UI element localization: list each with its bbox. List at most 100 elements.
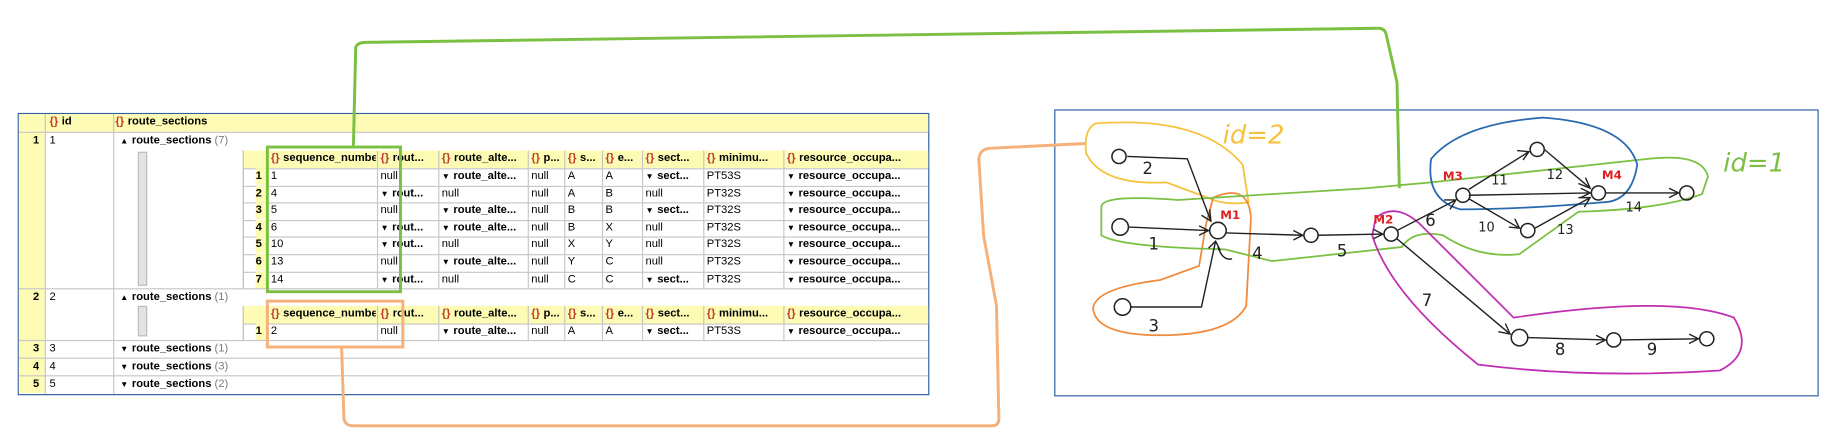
nested-cell[interactable]: B [567,220,576,234]
nested-cell[interactable]: 4 [270,186,278,200]
nested-column-header[interactable]: {}sequence_number [270,307,376,320]
nested-cell[interactable]: ▼resource_occupa... [786,220,901,234]
nested-cell[interactable]: Y [567,255,576,269]
nested-cell[interactable]: null [531,238,549,252]
nested-cell[interactable]: ▼route_alte... [441,220,517,234]
nested-cell[interactable]: null [441,238,460,252]
nested-row-number[interactable]: 1 [255,323,268,340]
row-number[interactable]: 5 [32,376,40,393]
nested-cell[interactable]: PT32S [706,272,741,286]
nested-cell[interactable]: C [567,272,576,286]
collapse-icon[interactable]: ▲ [120,137,129,146]
nested-row-number[interactable]: 3 [255,202,268,220]
row-number[interactable]: 2 [32,289,40,306]
nested-column-header[interactable]: {}minimu... [706,307,769,320]
nested-cell[interactable]: X [605,220,613,234]
route-sections-cell[interactable]: ▲route_sections (7) [120,134,229,148]
nested-cell[interactable]: null [531,169,549,183]
nested-column-header[interactable]: {}route_alte... [441,307,517,320]
nested-cell[interactable]: null [645,186,663,200]
expand-icon[interactable]: ▼ [441,172,450,182]
nested-cell[interactable]: null [531,186,549,200]
nested-cell[interactable]: ▼sect... [645,272,689,286]
nested-column-header[interactable]: {}p... [531,151,560,165]
expand-icon[interactable]: ▼ [120,363,129,372]
expand-icon[interactable]: ▼ [441,258,450,268]
nested-cell[interactable]: ▼resource_occupa... [786,186,901,200]
nested-cell[interactable]: null [531,203,549,217]
nested-cell[interactable]: ▼sect... [645,169,689,183]
expand-icon[interactable]: ▼ [120,381,129,390]
nested-cell[interactable]: C [605,272,614,286]
nested-cell[interactable]: A [605,324,613,338]
expand-icon[interactable]: ▼ [380,275,389,285]
nested-cell[interactable]: 10 [270,238,284,252]
nested-cell[interactable]: null [380,203,398,217]
nested-cell[interactable]: ▼resource_occupa... [786,169,901,183]
expand-icon[interactable]: ▼ [645,275,654,285]
nested-cell[interactable]: B [605,186,613,200]
nested-cell[interactable]: PT53S [706,169,741,183]
route-sections-cell[interactable]: ▼route_sections (3) [120,359,229,373]
nested-column-header[interactable]: {}e... [605,151,634,165]
nested-cell[interactable]: null [531,220,549,234]
nested-cell[interactable]: PT32S [706,238,741,252]
nested-cell[interactable]: ▼route_alte... [441,255,517,269]
nested-column-header[interactable]: {}s... [567,307,596,320]
row-number[interactable]: 3 [32,341,40,358]
expand-icon[interactable]: ▼ [786,258,796,268]
nested-cell[interactable]: B [605,203,613,217]
nested-cell[interactable]: 14 [270,272,284,286]
nested-cell[interactable]: PT53S [706,324,741,338]
route-sections-cell[interactable]: ▲route_sections (1) [120,290,229,304]
nested-column-header[interactable]: {}sect... [645,151,690,165]
nested-column-header[interactable]: {}resource_occupa... [786,151,902,165]
nested-cell[interactable]: null [380,169,398,183]
route-sections-cell[interactable]: ▼route_sections (1) [120,342,229,356]
nested-column-header[interactable]: {}e... [605,307,634,320]
expand-icon[interactable]: ▼ [441,207,450,216]
nested-cell[interactable]: null [531,272,549,286]
expand-icon[interactable]: ▼ [786,275,796,285]
nested-cell[interactable]: ▼resource_occupa... [786,324,901,338]
expand-icon[interactable]: ▼ [786,172,796,182]
nested-column-header[interactable]: {}rout... [380,307,424,320]
nested-cell[interactable]: ▼resource_occupa... [786,272,901,286]
nested-cell[interactable]: null [645,220,663,234]
scrollbar[interactable] [137,305,148,337]
nested-column-header[interactable]: {}s... [567,151,596,165]
nested-cell[interactable]: ▼resource_occupa... [786,255,901,269]
expand-icon[interactable]: ▼ [786,224,796,233]
nested-cell[interactable]: 5 [270,203,278,217]
expand-icon[interactable]: ▼ [441,328,450,337]
column-header-route-sections[interactable]: {}route_sections [115,115,208,129]
nested-cell[interactable]: null [380,324,398,338]
expand-icon[interactable]: ▼ [441,224,450,233]
expand-icon[interactable]: ▼ [786,207,796,216]
expand-icon[interactable]: ▼ [645,328,654,337]
scrollbar[interactable] [137,151,148,286]
nested-cell[interactable]: null [531,324,549,338]
nested-cell[interactable]: 13 [270,255,284,269]
nested-cell[interactable]: C [605,255,614,269]
expand-icon[interactable]: ▼ [380,224,389,233]
nested-cell[interactable]: X [567,238,576,252]
expand-icon[interactable]: ▼ [786,190,796,199]
nested-column-header[interactable]: {}sect... [645,307,690,320]
nested-cell[interactable]: ▼sect... [645,324,689,338]
nested-cell[interactable]: A [567,186,576,200]
expand-icon[interactable]: ▼ [786,241,796,250]
nested-cell[interactable]: null [531,255,549,269]
nested-cell[interactable]: A [605,169,613,183]
nested-cell[interactable]: ▼route_alte... [441,169,517,183]
nested-cell[interactable]: null [645,255,663,269]
nested-cell[interactable]: PT32S [706,255,741,269]
nested-column-header[interactable]: {}minimu... [706,151,769,165]
nested-row-number[interactable]: 1 [255,168,268,185]
expand-icon[interactable]: ▼ [380,241,389,250]
nested-cell[interactable]: A [567,169,576,183]
nested-column-header[interactable]: {}route_alte... [441,151,517,165]
nested-cell[interactable]: 6 [270,220,278,234]
nested-cell[interactable]: A [567,324,576,338]
nested-column-header[interactable]: {}resource_occupa... [786,307,902,320]
